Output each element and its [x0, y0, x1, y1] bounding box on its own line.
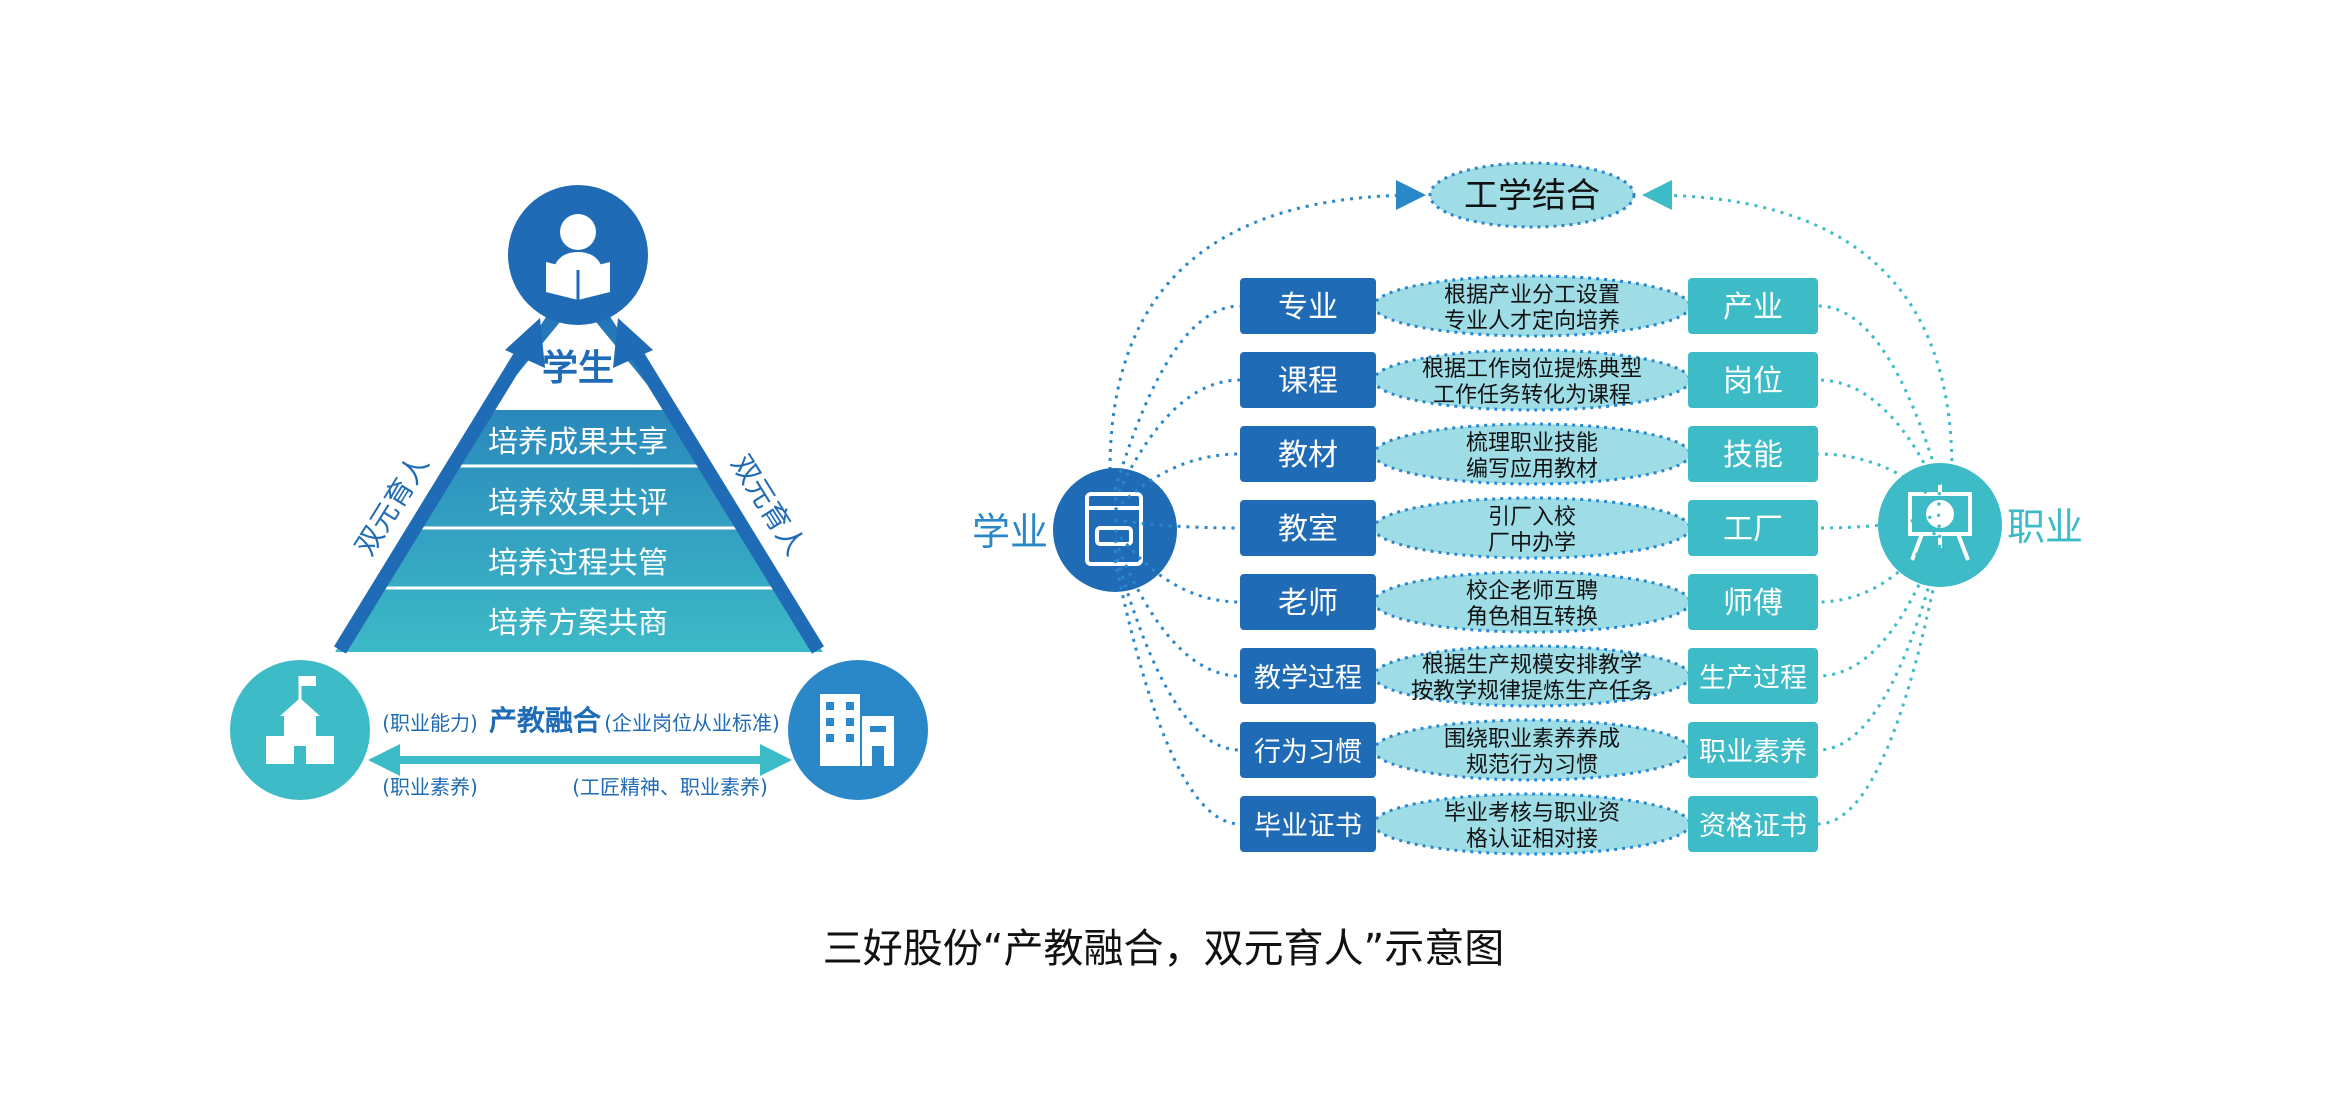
row-right-box [1688, 574, 1818, 630]
row-right-label: 产业 [1723, 290, 1783, 325]
row-middle-text-line1: 围绕职业素养养成 [1444, 727, 1620, 752]
row-right-label: 资格证书 [1699, 811, 1807, 842]
row-right-label: 技能 [1723, 438, 1783, 473]
top-label: 工学结合 [1464, 176, 1600, 216]
row-right-box [1688, 278, 1818, 334]
top-arc-right [1642, 180, 1954, 471]
row-left-box [1240, 796, 1376, 852]
right-connector [1817, 524, 1942, 604]
row-middle-text-line1: 根据生产规模安排教学 [1422, 653, 1642, 678]
right-connector [1817, 544, 1942, 752]
figure-caption: 三好股份“产教融合，双元育人”示意图 [822, 926, 1505, 972]
building-icon [820, 694, 894, 766]
row-right-label: 师傅 [1723, 586, 1783, 621]
top-arc-left [1108, 180, 1426, 471]
row-left-box [1240, 722, 1376, 778]
left-connector [1113, 529, 1241, 604]
row-right-box [1688, 648, 1818, 704]
row-middle-text-line1: 根据产业分工设置 [1444, 283, 1620, 308]
row-left-label: 专业 [1278, 290, 1338, 325]
apex-label: 学生 [542, 347, 614, 389]
right-connector [1817, 378, 1942, 496]
left-connector [1113, 304, 1241, 491]
row-middle-text-line2: 按教学规律提炼生产任务 [1411, 679, 1653, 704]
row-right-label: 岗位 [1723, 364, 1783, 399]
apex-white-area [488, 300, 668, 410]
tier-label: 培养成果共享 [488, 425, 668, 460]
row-middle-text-line1: 毕业考核与职业资 [1444, 801, 1620, 826]
row-right-box [1688, 352, 1818, 408]
row-middle-text-line1: 校企老师互聘 [1466, 579, 1598, 604]
reader-icon [546, 214, 610, 300]
tier-label: 培养效果共评 [488, 486, 668, 521]
row-middle-text-line1: 引厂入校 [1488, 505, 1576, 530]
row-right-label: 职业素养 [1699, 737, 1807, 768]
career-label: 职业 [2007, 505, 2083, 549]
triangle-body [330, 266, 828, 660]
right-connector [1817, 304, 1942, 486]
study-label: 学业 [972, 510, 1048, 554]
row-left-label: 老师 [1278, 586, 1338, 621]
row-middle-text-line2: 规范行为习惯 [1466, 753, 1598, 778]
top-ellipse [1428, 161, 1636, 229]
row-right-box [1688, 500, 1818, 556]
row-left-box [1240, 500, 1376, 556]
tier-label: 培养过程共管 [488, 546, 668, 581]
school-icon [266, 676, 334, 764]
bottom-right-top-label: (企业岗位从业标准) [604, 711, 780, 735]
row-middle-text-line2: 工作任务转化为课程 [1433, 383, 1631, 408]
bottom-left-bottom-label: (职业素养) [382, 775, 478, 799]
row-left-box [1240, 352, 1376, 408]
left-connector [1113, 559, 1241, 826]
row-middle-text-line1: 根据工作岗位提炼典型 [1422, 357, 1642, 382]
bottom-arrow-head-left [368, 744, 400, 776]
left-connector [1113, 378, 1241, 501]
row-left-box [1240, 648, 1376, 704]
row-left-label: 行为习惯 [1254, 737, 1362, 768]
right-connector [1817, 554, 1942, 826]
left-connector [1113, 452, 1241, 512]
row-right-label: 生产过程 [1699, 663, 1807, 694]
book-icon [1085, 492, 1143, 566]
row-left-box [1240, 278, 1376, 334]
row-middle-text-line2: 格认证相对接 [1466, 827, 1598, 852]
right-side-arrow [622, 336, 824, 654]
row-right-box [1688, 426, 1818, 482]
bottom-left-top-label: (职业能力) [382, 711, 478, 735]
row-left-label: 教室 [1278, 512, 1338, 547]
left-arrow-head [505, 318, 545, 368]
row-right-box [1688, 722, 1818, 778]
row-left-box [1240, 574, 1376, 630]
row-left-label: 教学过程 [1254, 663, 1362, 694]
right-connector [1817, 534, 1942, 678]
row-left-label: 毕业证书 [1254, 811, 1362, 842]
left-triangle-diagram: 学生 培养成果共享 培养效果共评 培养过程共管 培养方案共商 双元育人 双元育人 [230, 185, 928, 800]
row-middle-text-line2: 角色相互转换 [1466, 605, 1598, 630]
row-middle-text-line2: 专业人才定向培养 [1444, 309, 1620, 334]
row-left-box [1240, 426, 1376, 482]
tier-label: 培养方案共商 [488, 606, 668, 641]
row-middle-text-line2: 编写应用教材 [1466, 457, 1598, 482]
bottom-center-label: 产教融合 [489, 704, 602, 737]
row-middle-text-line2: 厂中办学 [1488, 531, 1576, 556]
right-arrow-head [613, 318, 653, 368]
bottom-arrow-head-right [760, 744, 792, 776]
row-left-label: 教材 [1278, 438, 1338, 473]
left-connector [1113, 539, 1241, 678]
bottom-right-bottom-label: (工匠精神、职业素养) [572, 775, 768, 799]
row-middle-text-line1: 梳理职业技能 [1466, 431, 1598, 456]
row-right-box [1688, 796, 1818, 852]
left-connector [1114, 518, 1241, 530]
row-right-label: 工厂 [1723, 512, 1783, 547]
left-side-arrow [334, 336, 536, 654]
row-left-label: 课程 [1278, 364, 1338, 399]
